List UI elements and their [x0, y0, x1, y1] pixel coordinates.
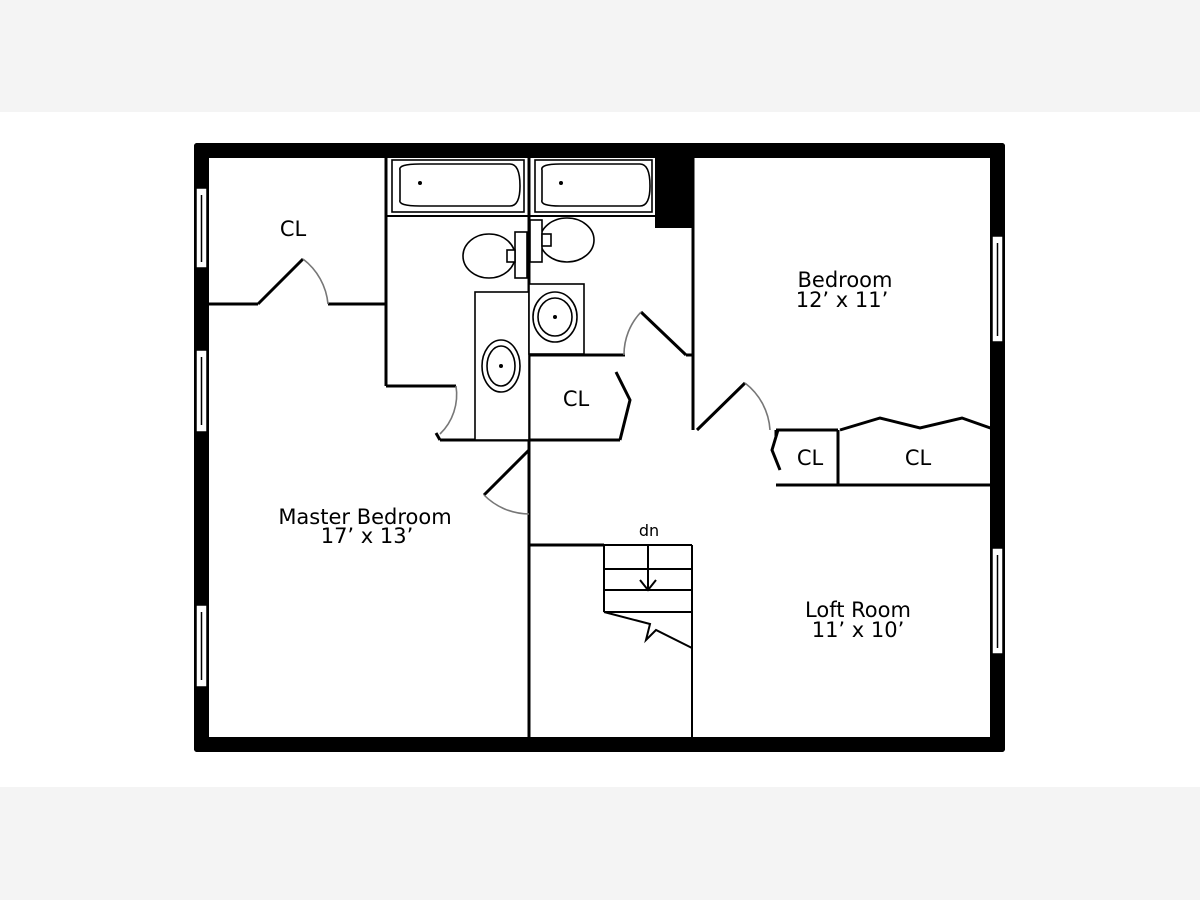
plumbing-fixtures	[391, 159, 653, 441]
room-name-bedroom: Bedroom	[798, 268, 893, 292]
stairs-direction-label: dn	[639, 521, 659, 540]
room-dimensions-loft-room: 11’ x 10’	[812, 618, 905, 642]
closet-label: CL	[797, 446, 824, 470]
windows	[195, 187, 1004, 688]
exterior-walls	[194, 143, 1005, 752]
room-name-master-bedroom: Master Bedroom	[278, 505, 451, 529]
room-labels: CL CL CL CL Bedroom 12’ x 11’ Master Bed…	[278, 217, 931, 642]
closet-label: CL	[563, 387, 590, 411]
closet-label: CL	[280, 217, 307, 241]
bottom-band	[0, 787, 1200, 900]
doors	[256, 257, 997, 515]
closet-label: CL	[905, 446, 932, 470]
room-dimensions-bedroom: 12’ x 11’	[796, 288, 889, 312]
staircase	[603, 545, 693, 649]
interior-walls	[209, 158, 990, 737]
room-dimensions-master-bedroom: 17’ x 13’	[321, 524, 414, 548]
room-name-loft-room: Loft Room	[805, 598, 911, 622]
top-band	[0, 0, 1200, 112]
